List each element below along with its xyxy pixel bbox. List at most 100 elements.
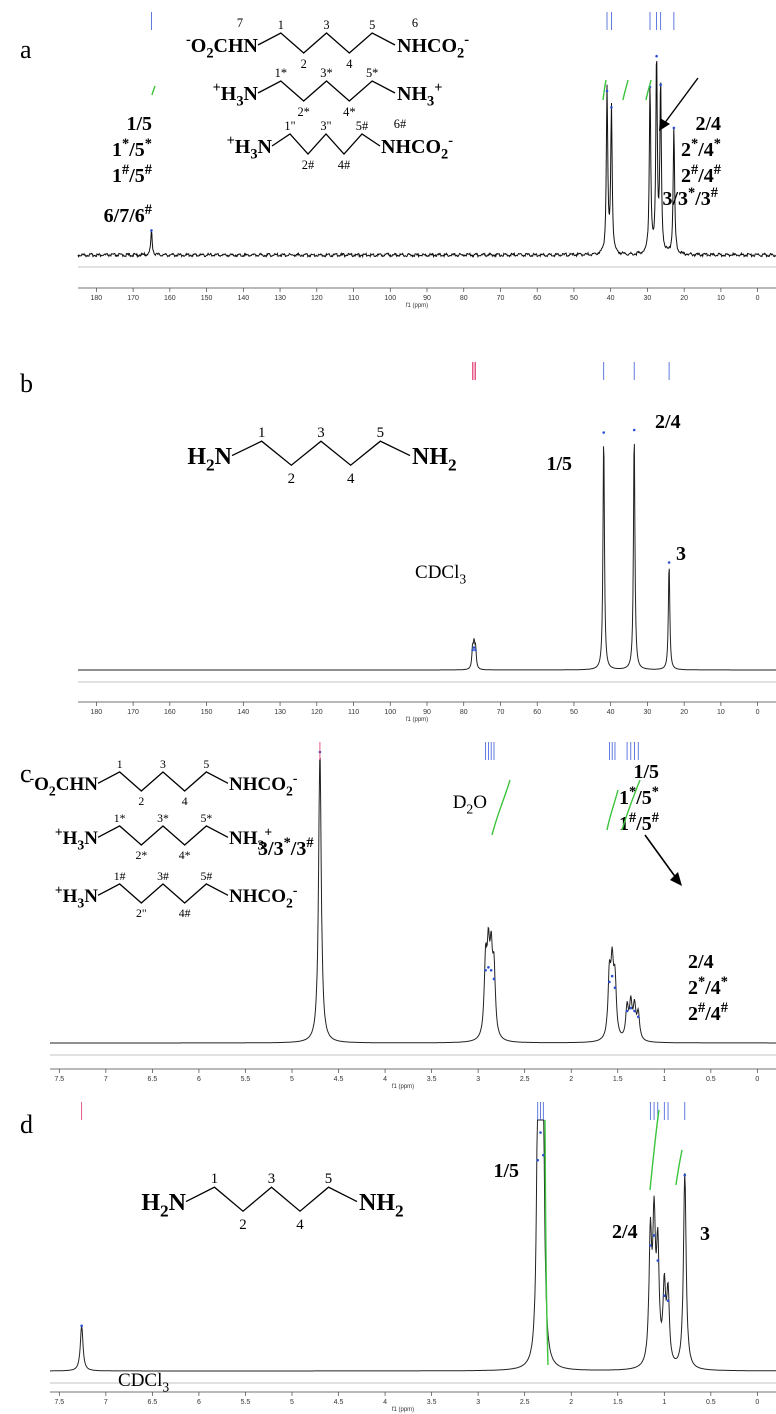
carbon-chain xyxy=(271,133,381,155)
carbon-number-label: 4 xyxy=(346,57,352,71)
x-tick-label: 2.5 xyxy=(520,1076,530,1083)
x-tick-label: 7 xyxy=(104,1399,108,1406)
left-amine-group: +H3N xyxy=(213,80,259,110)
x-tick-label: 60 xyxy=(533,709,541,716)
carbon-number-label: 1 xyxy=(211,1171,218,1187)
x-tick-label: 5 xyxy=(290,1399,294,1406)
peak-marker xyxy=(536,1158,540,1162)
carbon-number-label: 1* xyxy=(275,66,287,80)
panel-label: a xyxy=(20,35,32,64)
peak-assignment-label: 1/5 xyxy=(633,761,659,783)
x-axis-label: f1 (ppm) xyxy=(406,303,428,309)
x-tick-label: 10 xyxy=(717,709,725,716)
x-tick-label: 3 xyxy=(476,1399,480,1406)
peak-marker xyxy=(474,648,477,652)
integration-curve xyxy=(649,1109,660,1191)
right-amine-group: NH3+ xyxy=(397,80,442,110)
x-tick-label: 90 xyxy=(423,709,431,716)
peak-marker xyxy=(150,229,153,232)
integration-curve xyxy=(606,789,619,831)
x-tick-label: 2 xyxy=(569,1076,573,1083)
peak-marker xyxy=(649,1244,652,1247)
carbon-number-label: 3 xyxy=(317,425,324,441)
peak-marker xyxy=(656,1259,660,1262)
peak-assignment-label: 2*/4* xyxy=(688,974,728,999)
carbon-number-label: 5 xyxy=(203,758,209,771)
right-amine-group: NHCO2- xyxy=(229,770,298,798)
peak-assignment-label: 1/5 xyxy=(493,1160,519,1182)
peak-assignment-label: CDCl3 xyxy=(118,1370,169,1394)
x-tick-label: 130 xyxy=(274,709,286,716)
x-tick-label: 100 xyxy=(384,709,396,716)
spectrum-trace xyxy=(50,1119,776,1372)
integration-curve xyxy=(544,1119,549,1366)
carbon-number-label: 2* xyxy=(135,849,147,862)
carbon-number-label: 5 xyxy=(377,425,384,441)
panel-label: c xyxy=(20,759,32,788)
carbon-number-label: 3# xyxy=(157,870,169,883)
carbon-number-label: 5# xyxy=(356,119,368,133)
x-axis-label: f1 (ppm) xyxy=(392,1407,414,1413)
carbon-number-label: 4* xyxy=(179,849,191,862)
carbon-number-label: 5 xyxy=(369,18,375,32)
x-tick-label: 6 xyxy=(197,1399,201,1406)
x-tick-label: 30 xyxy=(644,295,652,302)
carbon-number-label: 5# xyxy=(200,870,212,883)
x-tick-label: 110 xyxy=(348,709,359,716)
carbon-number-label: 1" xyxy=(284,119,295,133)
x-tick-label: 90 xyxy=(423,295,431,302)
x-tick-label: 6 xyxy=(197,1076,201,1083)
integration-curve xyxy=(151,85,156,96)
x-tick-label: 0 xyxy=(755,1076,759,1083)
carbon-chain xyxy=(97,771,229,792)
right-amine-group: NH3+ xyxy=(229,824,272,852)
right-amine-group: NH2 xyxy=(359,1190,404,1221)
carbon-number-label: 4# xyxy=(338,158,350,172)
x-tick-label: 150 xyxy=(201,709,213,716)
peak-marker xyxy=(489,968,493,972)
x-axis-label: f1 (ppm) xyxy=(392,1084,414,1090)
carbon-number-label: 6# xyxy=(394,117,406,131)
left-amine-group: -O2CHN xyxy=(186,32,259,62)
x-tick-label: 2 xyxy=(569,1399,573,1406)
arrow-head xyxy=(659,118,670,131)
peak-marker xyxy=(605,89,609,93)
x-tick-label: 4.5 xyxy=(334,1399,344,1406)
peak-marker xyxy=(487,966,490,969)
left-amine-group: +H3N xyxy=(227,133,273,163)
peak-assignment-label: D2O xyxy=(453,792,487,816)
integration-curve xyxy=(602,79,607,101)
peak-marker xyxy=(484,968,487,972)
peak-assignment-label: 2#/4# xyxy=(681,162,721,187)
peak-marker xyxy=(667,561,671,564)
right-amine-group: NHCO2- xyxy=(397,32,469,62)
left-amine-group: H2N xyxy=(187,444,232,475)
x-tick-label: 0 xyxy=(756,295,760,302)
x-tick-label: 0 xyxy=(755,1399,759,1406)
peak-assignment-label: 2/4 xyxy=(688,951,714,973)
right-amine-group: NH2 xyxy=(412,444,457,475)
x-tick-label: 120 xyxy=(311,709,323,716)
peak-assignment-label: 3/3*/3# xyxy=(662,185,718,210)
assignment-arrow xyxy=(660,77,699,129)
integration-curve xyxy=(622,79,629,101)
spectrum-trace xyxy=(78,443,776,671)
peak-marker xyxy=(625,1009,629,1013)
peak-assignment-label: 2/4 xyxy=(695,113,721,135)
right-amine-group: NHCO2- xyxy=(381,133,453,163)
x-tick-label: 5 xyxy=(290,1076,294,1083)
panel-label: b xyxy=(20,369,33,398)
assignment-arrow xyxy=(644,834,680,883)
arrow-head xyxy=(670,872,682,886)
x-tick-label: 5.5 xyxy=(241,1399,251,1406)
carbon-number-label: 2 xyxy=(138,795,144,808)
carbon-number-label: 3 xyxy=(160,758,166,771)
